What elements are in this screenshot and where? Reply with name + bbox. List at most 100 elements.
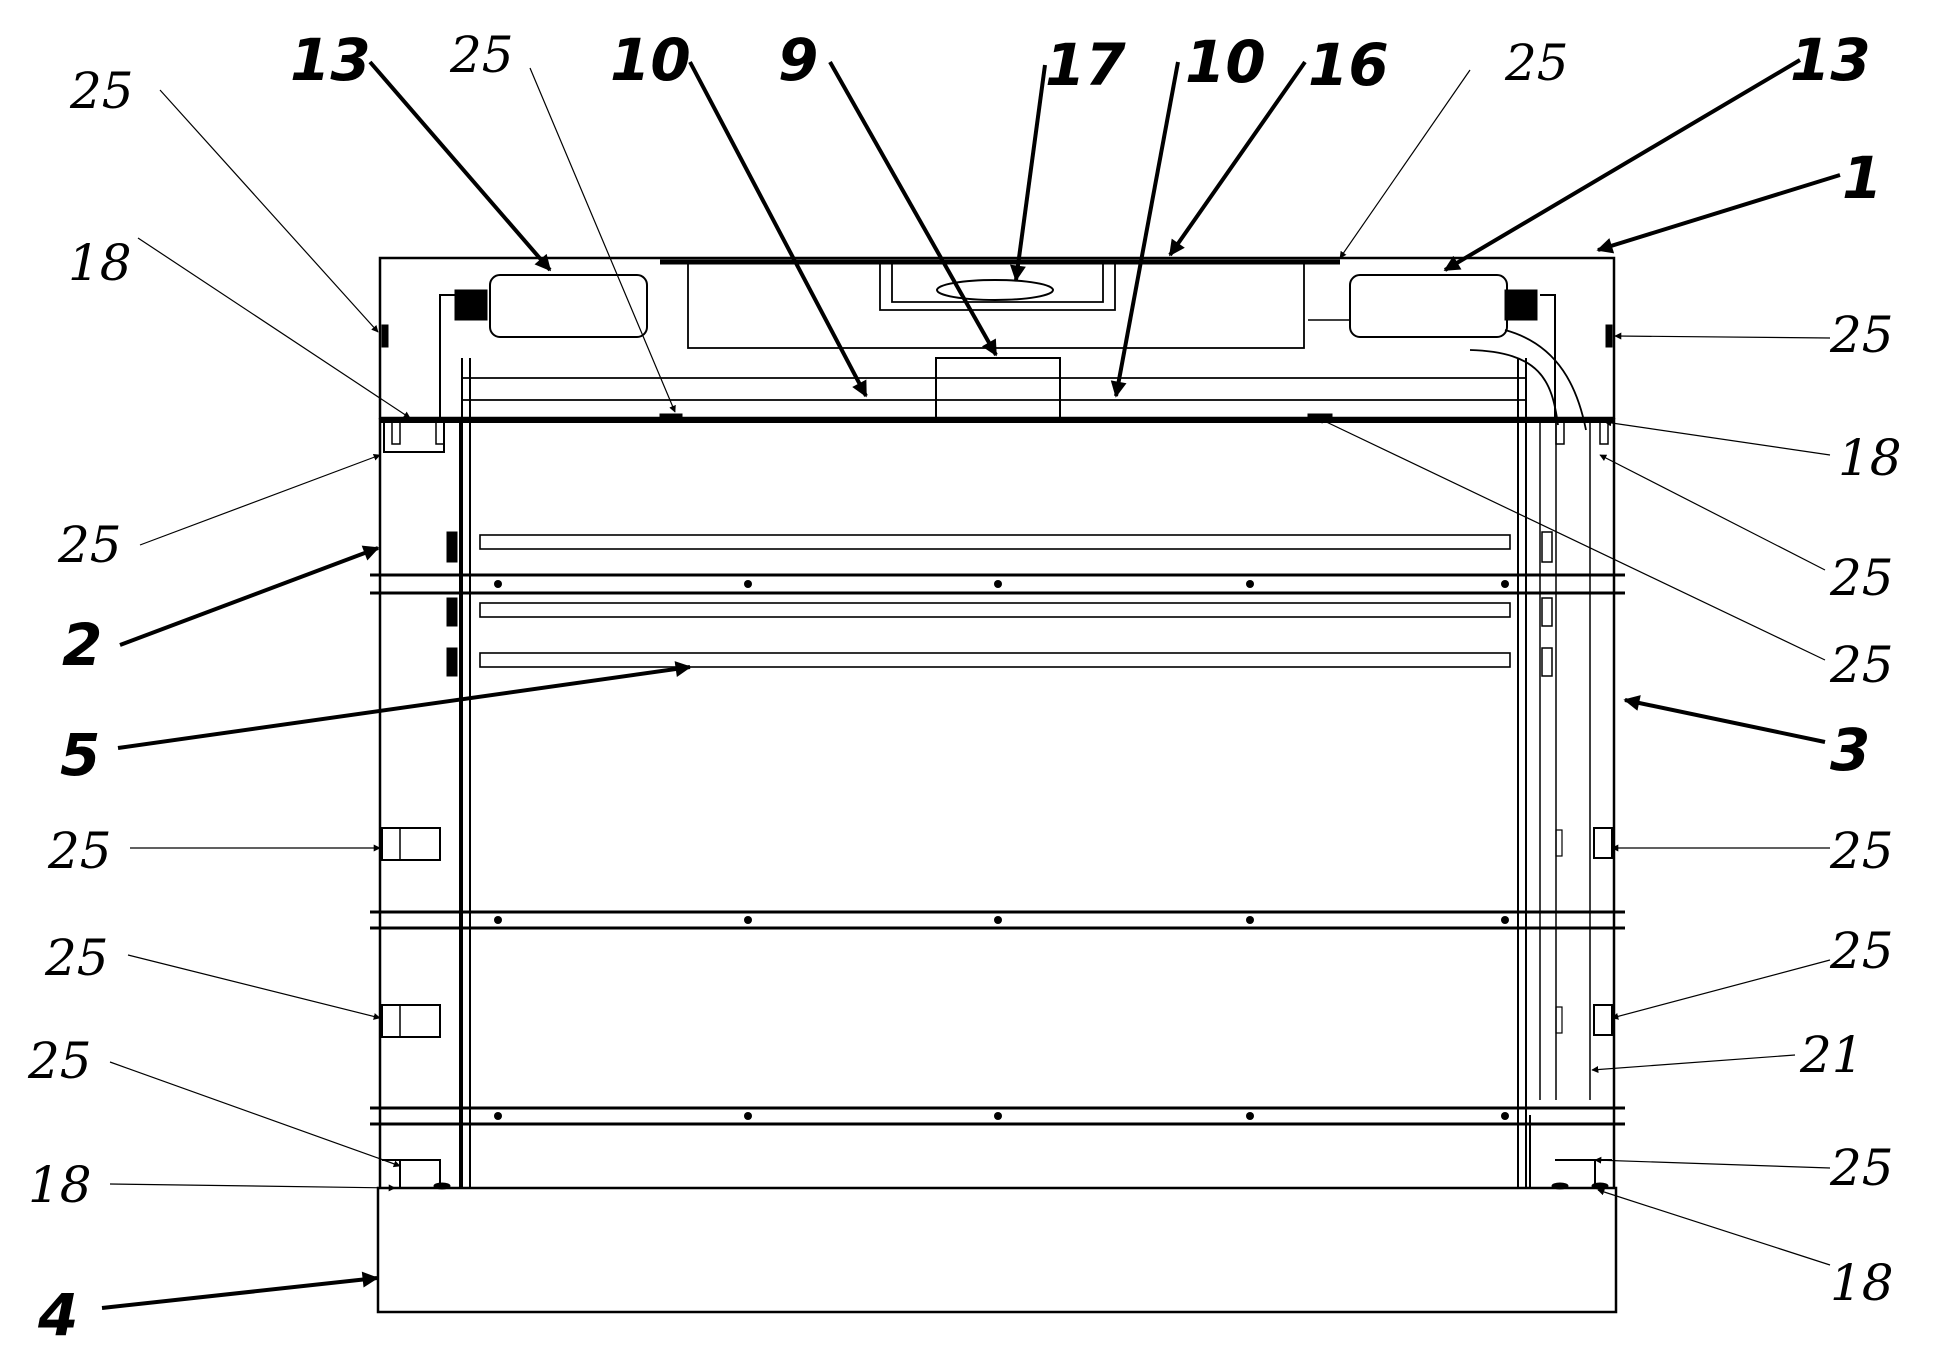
top-inner-box	[687, 261, 1305, 349]
cable-right-2	[1504, 329, 1587, 431]
label-18-top-left: 18	[68, 234, 132, 292]
label-25-top-left: 25	[69, 62, 134, 120]
label-25-top-right: 25	[1504, 34, 1569, 92]
leader-25-bracket-left	[139, 453, 381, 546]
roller-upper-end-right	[1541, 531, 1553, 563]
label-9: 9	[778, 26, 818, 94]
frame-corner-left	[439, 294, 455, 418]
roller-middle	[479, 602, 1511, 618]
sensor-25-low-right	[1593, 1004, 1613, 1036]
leader-18-top-left	[137, 237, 411, 419]
label-25-upper-right: 25	[1829, 306, 1894, 364]
label-25-bracket-right: 25	[1829, 549, 1894, 607]
leader-13-left	[368, 60, 552, 272]
roller-middle-end-left	[446, 597, 458, 627]
leader-2	[119, 545, 380, 647]
leader-10-right	[1110, 61, 1180, 398]
label-25-low-right: 25	[1829, 922, 1894, 980]
leader-25-upper-right	[1614, 332, 1831, 340]
pulley-left	[454, 289, 488, 321]
label-16: 16	[1308, 31, 1389, 99]
leader-25-top-center-left	[529, 67, 676, 413]
label-4: 4	[37, 1281, 78, 1349]
leader-10-left	[688, 61, 868, 398]
bracket-18-top-left-slot-2	[435, 421, 445, 445]
label-2: 2	[62, 611, 102, 679]
label-25-mid-left: 25	[47, 822, 112, 880]
leader-25-low-left	[127, 954, 381, 1020]
marker-right-low	[1555, 1006, 1563, 1034]
leader-4	[101, 1271, 379, 1310]
label-18-top-right: 18	[1838, 429, 1902, 487]
leader-1	[1596, 173, 1841, 254]
bracket-18-top-left	[383, 422, 445, 453]
label-5: 5	[60, 721, 100, 789]
roller-lower-end-right	[1541, 647, 1553, 677]
leader-25-bottom-right	[1594, 1156, 1831, 1169]
label-25-center-right: 25	[1829, 636, 1894, 694]
bracket-18-top-right-slot	[1555, 421, 1565, 445]
leader-25-center-right	[1317, 417, 1826, 661]
leader-9	[828, 61, 998, 357]
roller-upper	[479, 534, 1511, 550]
rail-upper	[370, 573, 1625, 595]
motor-left	[489, 274, 648, 338]
roller-lower-end-left	[446, 647, 458, 677]
sensor-25-low-left	[381, 1004, 441, 1038]
sensor-25-top-left	[659, 413, 683, 421]
leader-25-top-right	[1339, 69, 1471, 259]
rail-joints	[494, 580, 1509, 1120]
leader-21	[1591, 1054, 1796, 1074]
label-10-right: 10	[1185, 28, 1266, 96]
label-25-bottom-right: 25	[1829, 1139, 1894, 1197]
bracket-18-top-right-slot-2	[1599, 421, 1609, 445]
sensor-25-upper-left	[381, 324, 389, 348]
roller-upper-end-left	[446, 531, 458, 563]
leader-17	[1009, 64, 1047, 282]
label-10-left: 10	[610, 26, 691, 94]
label-18-bottom-right: 18	[1830, 1254, 1894, 1312]
label-3: 3	[1830, 716, 1870, 784]
marker-right-mid	[1555, 829, 1563, 857]
leader-lines	[101, 58, 1841, 1310]
cable-right	[1469, 349, 1559, 426]
leader-18-bottom-left	[109, 1183, 396, 1192]
label-17: 17	[1045, 31, 1126, 99]
valve-17	[936, 279, 1054, 301]
label-13-right: 13	[1790, 26, 1871, 94]
block-9	[935, 357, 1061, 419]
roller-middle-end-right	[1541, 597, 1553, 627]
bracket-18-top-left-slot	[391, 421, 401, 445]
label-18-bottom-left: 18	[28, 1156, 92, 1214]
leader-5	[117, 661, 692, 750]
label-13-left: 13	[290, 26, 371, 94]
frame-corner-right	[1540, 294, 1556, 418]
rail-middle	[370, 910, 1625, 930]
leader-25-bracket-right	[1599, 454, 1826, 571]
reference-labels: 25 13 25 10 9 17 10 16 25 13 1 18 25 18 …	[27, 26, 1902, 1349]
leader-18-top-right	[1604, 419, 1831, 456]
label-25-bracket-left: 25	[57, 516, 122, 574]
machine-frame	[370, 256, 1625, 1314]
roller-lower	[479, 652, 1511, 668]
leader-25-bottom-left	[109, 1061, 401, 1168]
leader-16	[1168, 60, 1307, 257]
leader-18-bottom-right	[1597, 1188, 1831, 1266]
label-25-mid-right: 25	[1829, 822, 1894, 880]
label-25-bottom-left: 25	[27, 1032, 92, 1090]
leader-25-low-right	[1611, 959, 1831, 1020]
leader-25-top-left	[159, 89, 379, 333]
rail-lower	[370, 1106, 1625, 1126]
motor-right	[1349, 274, 1508, 338]
leader-13-right	[1443, 58, 1802, 272]
label-21: 21	[1799, 1026, 1864, 1084]
sensor-25-upper-right	[1605, 324, 1613, 348]
sensor-25-mid-left	[381, 827, 441, 861]
base-4	[376, 1186, 1618, 1314]
bracket-18-bottom-left	[382, 1159, 441, 1188]
pulley-right	[1504, 289, 1538, 321]
leader-3	[1623, 695, 1826, 744]
label-25-low-left: 25	[44, 929, 109, 987]
sensor-25-mid-right	[1593, 827, 1613, 859]
